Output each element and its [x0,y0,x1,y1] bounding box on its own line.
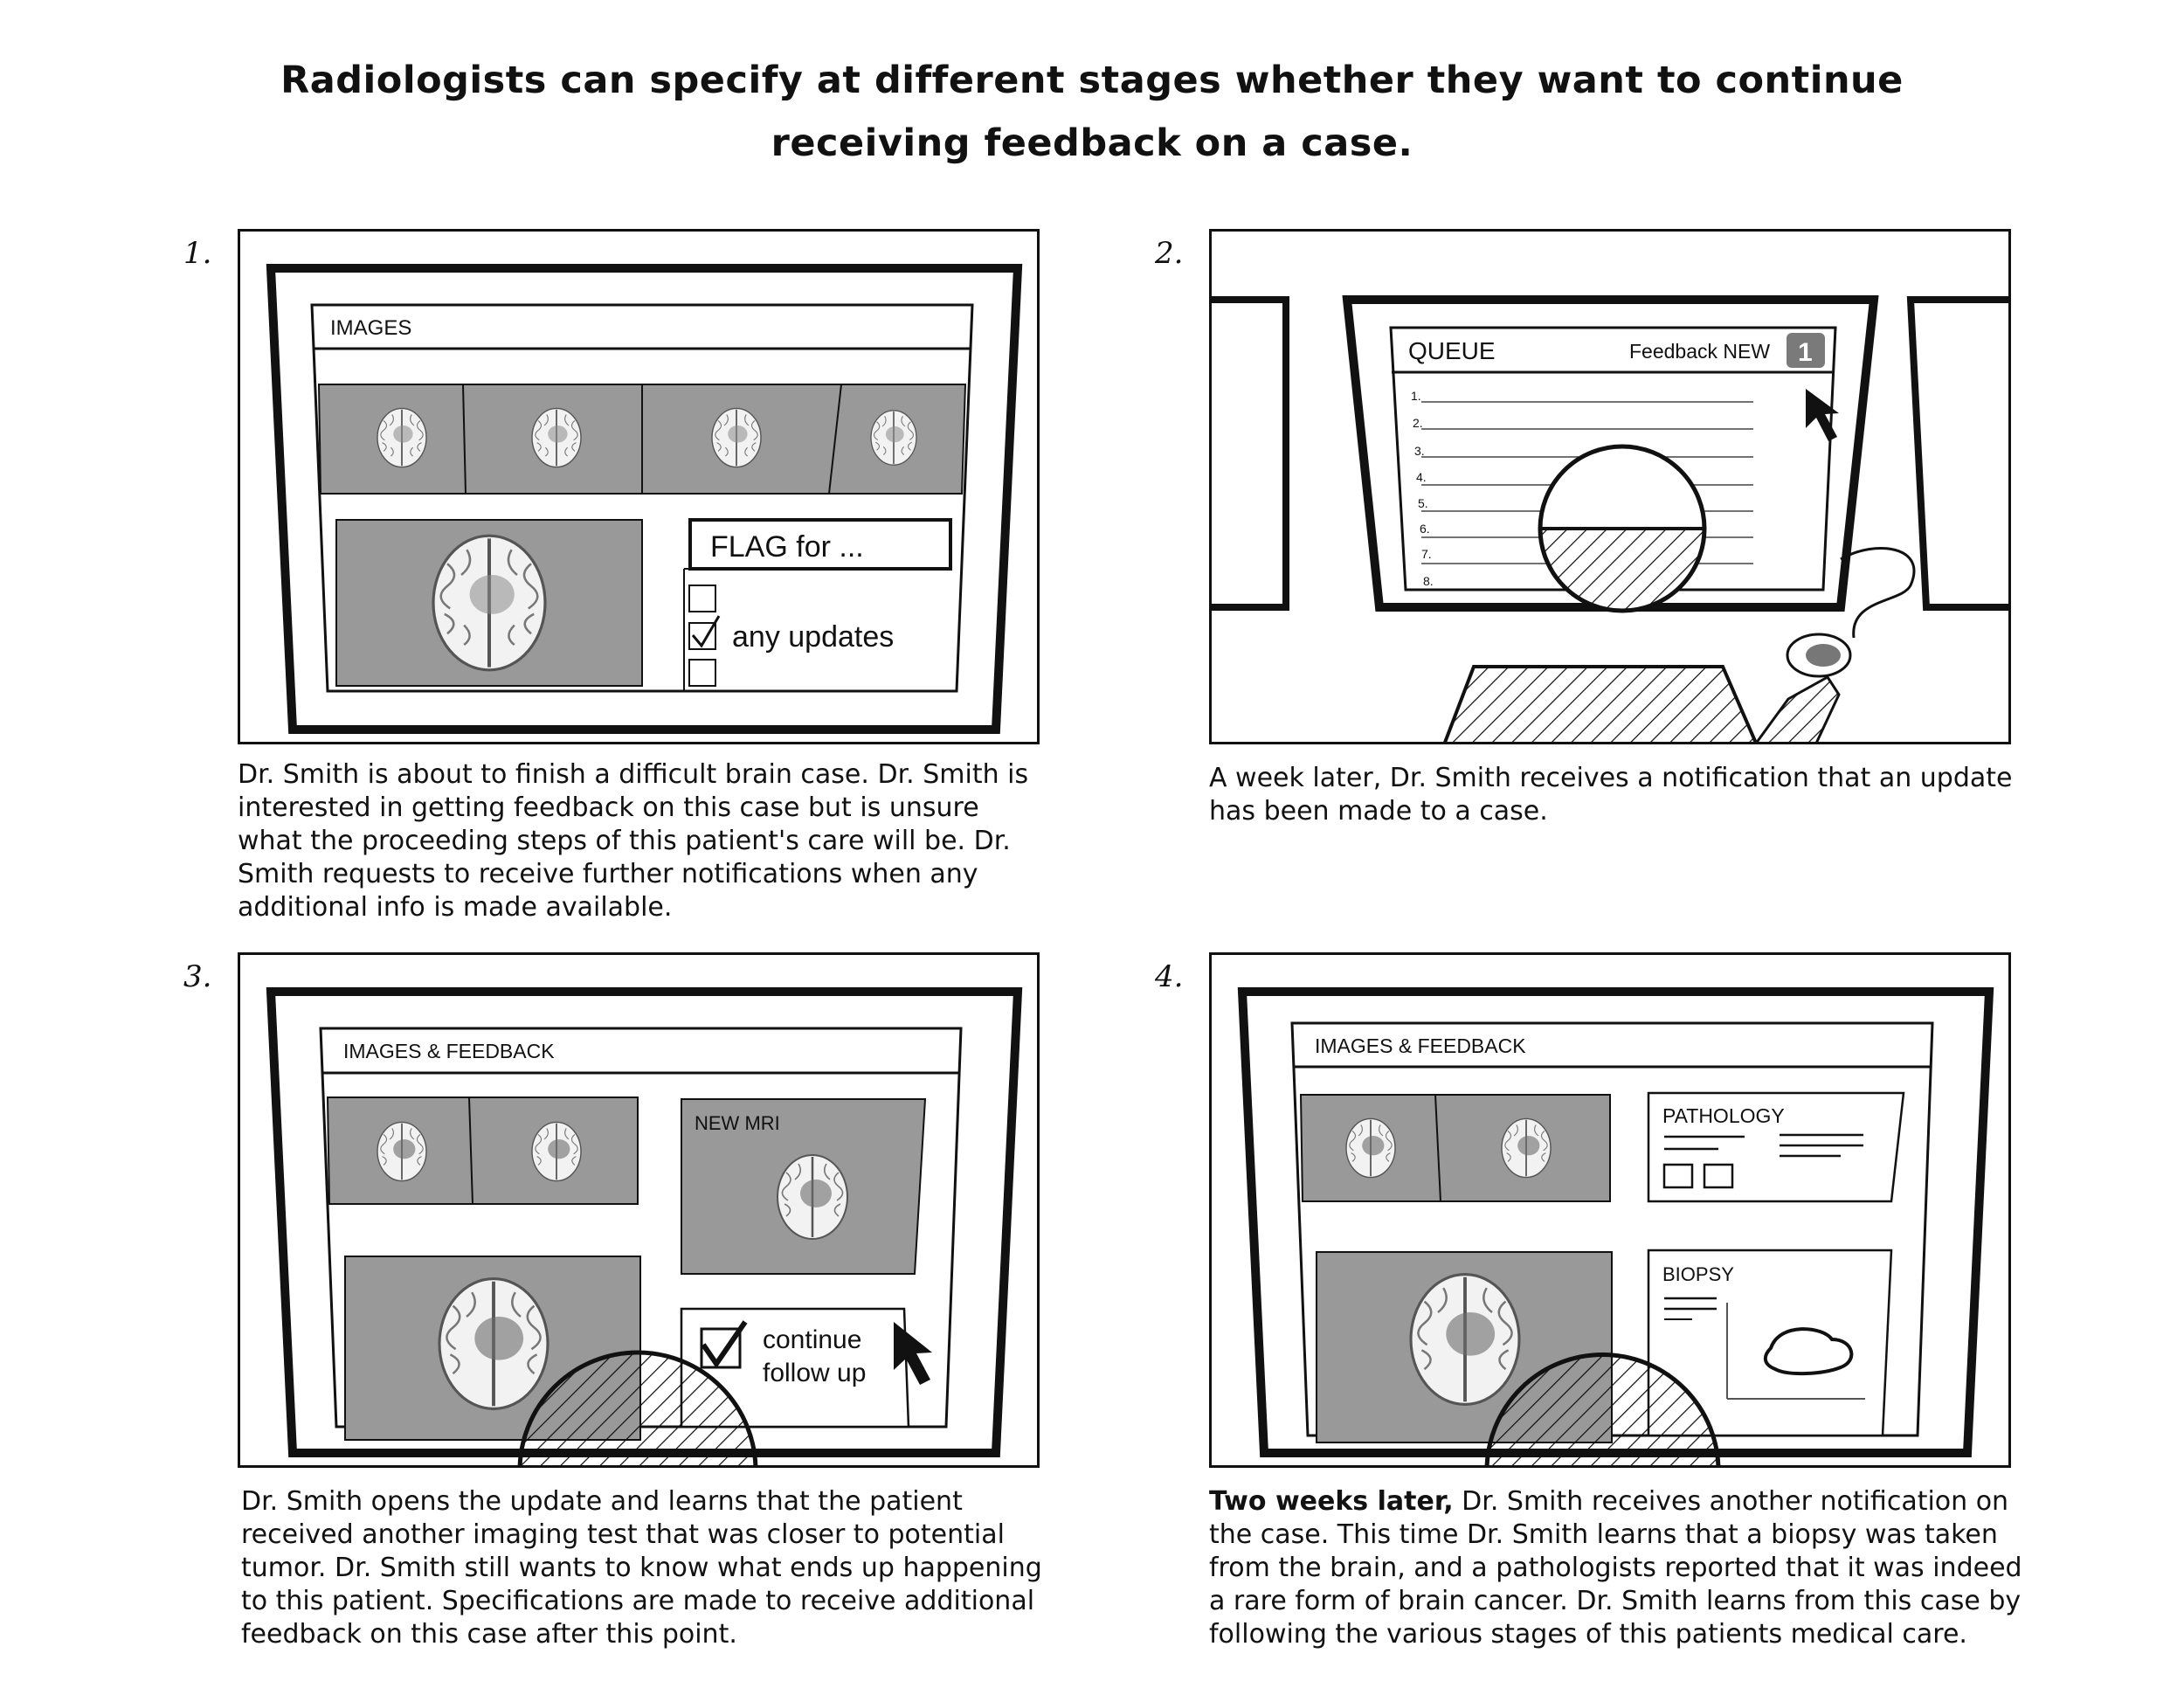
panel-4-window-header: IMAGES & FEEDBACK [1315,1034,1526,1057]
queue-item-4: 4. [1416,470,1427,484]
queue-item-3: 3. [1414,444,1425,458]
panel-3-illustration [266,987,1023,1465]
new-mri-label: NEW MRI [695,1112,780,1134]
panel-1: IMAGES FLAG for ... any updates [238,229,1040,744]
feedback-new-label: Feedback NEW [1629,340,1770,363]
panel-2-text-layer: QUEUE Feedback NEW 1 1. 2. 3. 4. 5. 6. 7… [1408,337,1813,588]
panel-3-caption: Dr. Smith opens the update and learns th… [241,1486,1042,1650]
continue-label: continue [763,1325,861,1354]
panel-2-number: 2. [1155,236,1184,271]
panel-3: IMAGES & FEEDBACK NEW MRI continue follo… [238,952,1040,1468]
panel-4-number: 4. [1155,959,1184,994]
queue-item-5: 5. [1418,496,1428,510]
panel-1-window-header: IMAGES [330,316,411,340]
panel-3-window-header: IMAGES & FEEDBACK [343,1040,555,1062]
panel-1-illustration [266,264,1023,734]
panel-3-text-layer: IMAGES & FEEDBACK NEW MRI continue follo… [343,1040,866,1387]
panel-4-illustration [1237,987,1994,1465]
panel-2: QUEUE Feedback NEW 1 1. 2. 3. 4. 5. 6. 7… [1209,229,2011,744]
panel-4-caption-text: Dr. Smith receives another notification … [1209,1486,2022,1650]
any-updates-label: any updates [732,620,894,654]
panel-1-number: 1. [183,236,212,271]
queue-header: QUEUE [1408,337,1496,364]
pathology-label: PATHOLOGY [1662,1104,1785,1127]
flag-for-label: FLAG for ... [710,530,864,564]
queue-item-6: 6. [1420,522,1430,536]
panel-1-caption: Dr. Smith is about to finish a difficult… [238,759,1029,923]
queue-item-7: 7. [1421,547,1432,561]
queue-item-1: 1. [1411,389,1421,403]
panel-4-caption: Two weeks later, Dr. Smith receives anot… [1209,1485,2030,1651]
panel-3-number: 3. [183,959,212,994]
panel-4: IMAGES & FEEDBACK PATHOLOGY BIOPSY [1209,952,2011,1468]
panel-2-caption: A week later, Dr. Smith receives a notif… [1209,763,2013,827]
panel-2-illustration [1212,295,2008,742]
title-line-2: receiving feedback on a case. [771,121,1413,165]
feedback-badge-count: 1 [1798,338,1813,367]
queue-item-8: 8. [1423,574,1434,588]
queue-item-2: 2. [1413,416,1423,430]
storyboard-title: Radiologists can specify at different st… [218,49,1966,175]
title-line-1: Radiologists can specify at different st… [280,59,1904,102]
panel-4-text-layer: IMAGES & FEEDBACK PATHOLOGY BIOPSY [1315,1034,1785,1285]
panel-4-caption-bold: Two weeks later, [1209,1486,1454,1517]
follow-up-label: follow up [763,1359,866,1387]
panel-1-text-layer: IMAGES FLAG for ... any updates [330,316,894,654]
biopsy-label: BIOPSY [1662,1263,1734,1285]
